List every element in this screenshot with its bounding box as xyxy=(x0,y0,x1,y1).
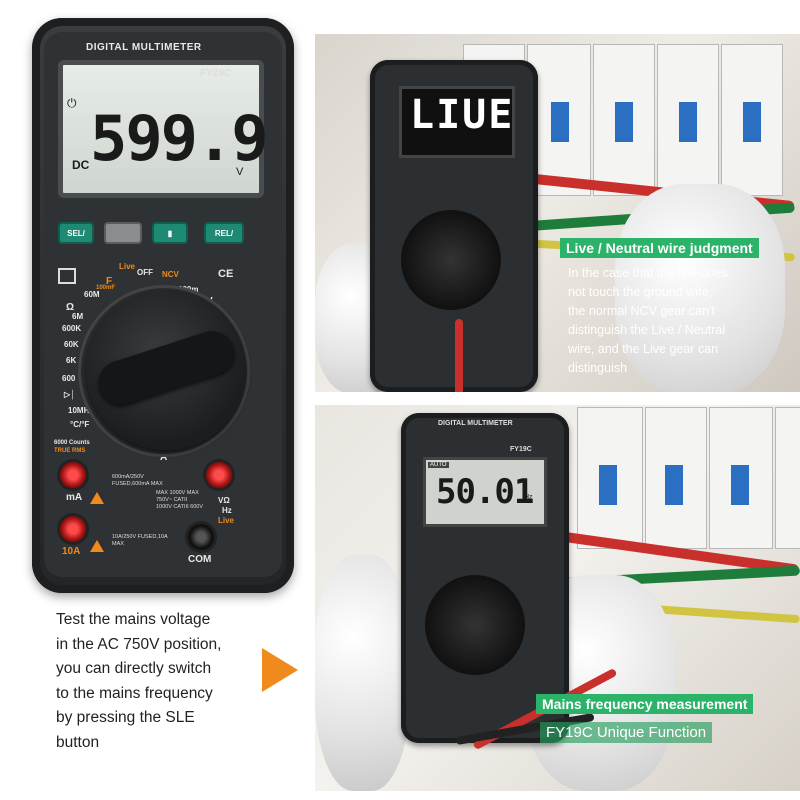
lcd-display xyxy=(58,60,264,198)
lcd-mode: DC xyxy=(72,158,90,172)
orange-arrow-icon xyxy=(262,648,298,692)
left-caption-line: to the mains frequency xyxy=(56,684,213,702)
left-caption: Test the mains voltage in the AC 750V po… xyxy=(56,608,256,755)
lcd-unit: V xyxy=(236,166,244,178)
bottom-meter-brand: DIGITAL MULTIMETER xyxy=(438,420,513,427)
v-ohm-jack[interactable] xyxy=(206,462,232,488)
dial-ohm-label: Ω xyxy=(66,302,75,313)
bottom-meter-model: FY19C xyxy=(510,446,532,453)
live-neutral-line: distinguish xyxy=(568,361,628,375)
power-icon: ⏻ xyxy=(67,96,77,110)
double-insulation-icon xyxy=(58,268,76,284)
top-meter-brand: DIGITAL MULTIMETER xyxy=(400,36,475,43)
left-caption-line: by pressing the SLE xyxy=(56,709,195,726)
dial-600-ohm-label: 600 xyxy=(62,374,76,383)
flashlight-icon: ▮ xyxy=(167,228,173,238)
com-jack-label: COM xyxy=(188,554,212,565)
left-caption-line: Test the mains voltage xyxy=(56,611,211,628)
dial-60m-label: 60M xyxy=(84,290,100,299)
dial-cap-range: 100mF xyxy=(96,285,116,291)
left-caption-line: in the AC 750V position, xyxy=(56,635,222,653)
live-neutral-heading: Live / Neutral wire judgment xyxy=(560,238,759,258)
ma-jack-label: mA xyxy=(66,492,83,503)
dial-off-label: OFF xyxy=(137,268,153,277)
dial-6k-label: 6K xyxy=(66,356,77,365)
live-neutral-line: wire, and the Live gear can xyxy=(568,342,719,356)
warning-icon-2 xyxy=(90,540,104,552)
rel-button-label: REL/ xyxy=(214,228,234,238)
multimeter-brand: DIGITAL MULTIMETER xyxy=(86,42,202,53)
dial-amp-label: A xyxy=(160,452,168,463)
sel-button[interactable]: SEL/ xyxy=(58,222,94,244)
live-neutral-body: In the case that the line does not touch… xyxy=(568,264,794,378)
max-rating-label: MAX 1000V MAX 750V~ CATII 1000V CATIII 6… xyxy=(156,490,203,510)
dial-60k-label: 60K xyxy=(64,340,79,349)
dial-600k-label: 600K xyxy=(62,324,82,333)
fuse-ma-label: 600mA/250V FUSED,600mA MAX xyxy=(112,474,163,487)
backlight-grid-button[interactable] xyxy=(104,222,142,244)
com-jack[interactable] xyxy=(188,524,214,550)
10a-jack[interactable] xyxy=(60,516,86,542)
left-caption-line: you can directly switch xyxy=(56,660,212,677)
bottom-meter-auto: AUTO xyxy=(428,462,449,468)
live-neutral-line: In the case that the line does xyxy=(568,266,728,280)
vohm-jack-label: VΩ xyxy=(218,496,230,505)
dial-live-label: Live xyxy=(119,262,136,271)
dial-temp-label: °C/°F xyxy=(70,420,90,429)
live-neutral-photo xyxy=(315,34,800,392)
diode-continuity-icon: ▷│ xyxy=(64,390,76,399)
bottom-meter-display: 50.01 xyxy=(436,472,534,512)
frequency-photo xyxy=(315,405,800,791)
sel-button-label: SEL/ xyxy=(67,228,85,238)
frequency-heading: Mains frequency measurement xyxy=(536,694,754,714)
top-meter-display: LIUE xyxy=(410,92,515,138)
ma-jack[interactable] xyxy=(60,462,86,488)
warning-icon xyxy=(90,492,104,504)
lcd-reading: 599.9 xyxy=(90,102,269,175)
true-rms-label: TRUE RMS xyxy=(54,448,86,454)
10a-jack-label: 10A xyxy=(62,546,81,557)
bottom-meter-unit: Hz xyxy=(524,494,533,501)
live-neutral-line: the normal NCV gear can't xyxy=(568,304,715,318)
flashlight-button[interactable]: ▮ xyxy=(152,222,188,244)
live-neutral-line: not touch the ground wire, xyxy=(568,285,713,299)
multimeter-model: FY19C xyxy=(200,68,232,79)
frequency-subheading: FY19C Unique Function xyxy=(540,722,713,743)
hz-jack-label: Hz xyxy=(222,506,232,515)
counts-label: 6000 Counts xyxy=(54,440,90,446)
ce-mark-icon: CE xyxy=(218,268,234,280)
live-neutral-line: distinguish the Live / Neutral xyxy=(568,323,726,337)
dial-capacitance-label: F xyxy=(106,276,113,287)
fuse-a-label: 10A/250V FUSED,10A MAX xyxy=(112,534,168,547)
dial-hz-label: 10MHz xyxy=(68,406,94,415)
left-caption-line: button xyxy=(56,733,100,751)
dial-6M-label: 6M xyxy=(72,312,84,321)
rel-button[interactable]: REL/ xyxy=(204,222,244,244)
dial-ncv-label: NCV xyxy=(162,270,179,279)
live-jack-label: Live xyxy=(218,516,235,525)
